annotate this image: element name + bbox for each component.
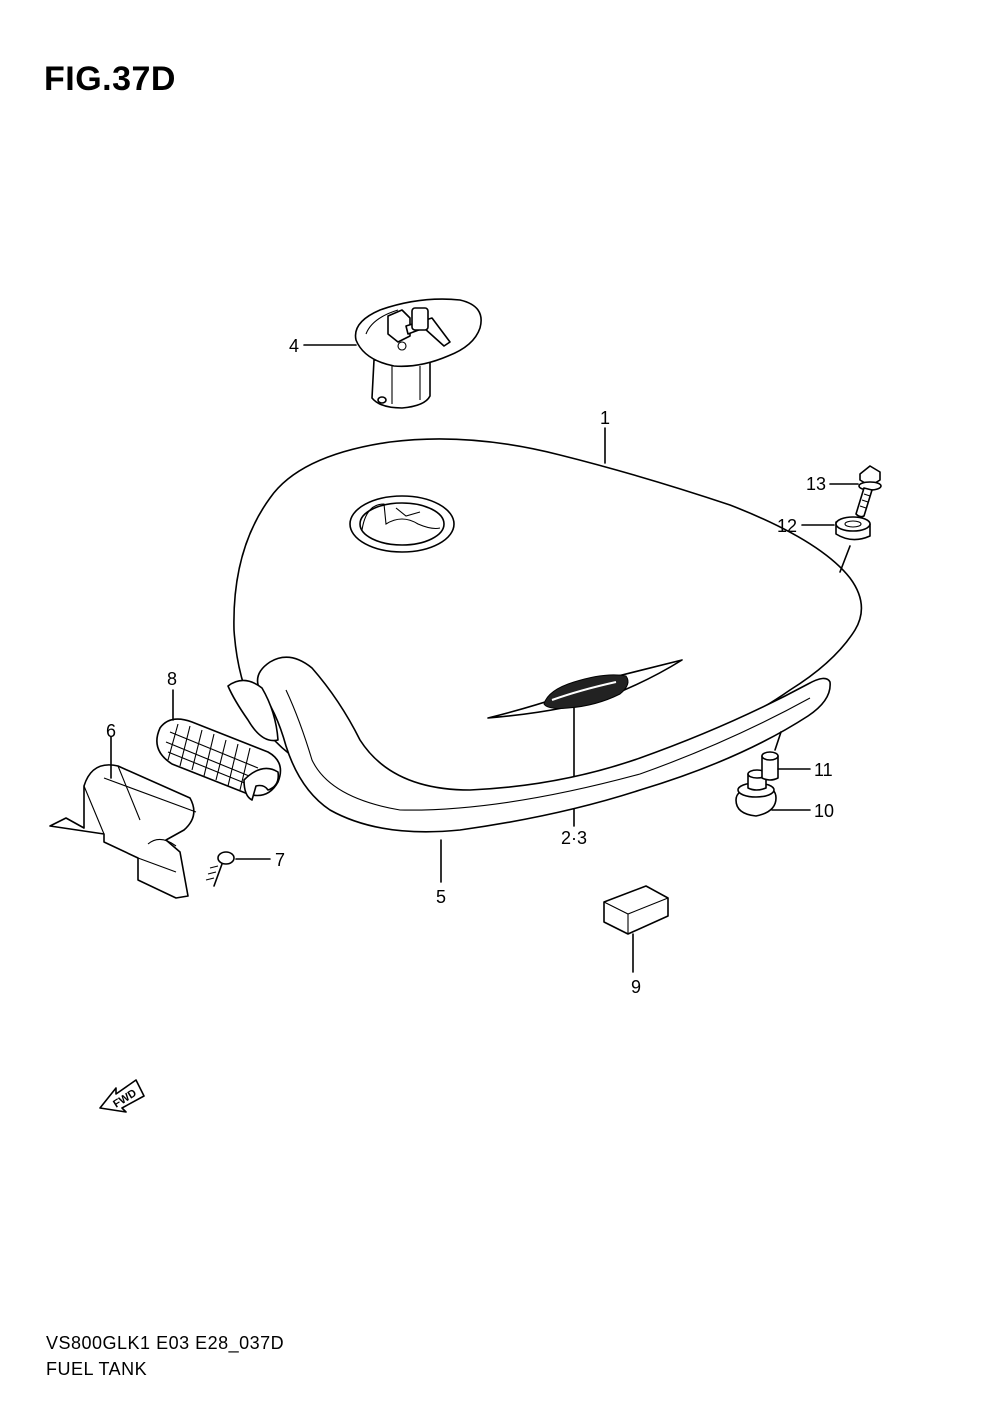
collar-part-11[interactable] xyxy=(761,751,779,781)
bracket-part-6[interactable] xyxy=(49,764,197,899)
callout-4: 4 xyxy=(289,336,299,356)
sponge-part-9[interactable] xyxy=(603,885,669,935)
fuel-tank-part-1[interactable] xyxy=(233,438,863,803)
callout-10: 10 xyxy=(814,801,834,821)
screw-part-7[interactable] xyxy=(205,851,235,887)
model-code: VS800GLK1 E03 E28_037D xyxy=(46,1333,285,1353)
callout-5: 5 xyxy=(436,887,446,907)
section-name: FUEL TANK xyxy=(46,1359,148,1379)
callout-9: 9 xyxy=(631,977,641,997)
callout-6: 6 xyxy=(106,721,116,741)
callout-1: 1 xyxy=(600,408,610,428)
rubber-cushion-part-8[interactable] xyxy=(156,718,282,801)
fwd-arrow-icon: FWD xyxy=(99,1079,145,1113)
fuel-cap-part-4[interactable] xyxy=(354,298,482,409)
callout-13: 13 xyxy=(806,474,826,494)
cushion-ring-part-12[interactable] xyxy=(835,516,871,541)
callout-7: 7 xyxy=(275,850,285,870)
callout-12: 12 xyxy=(777,516,797,536)
figure-title: FIG.37D xyxy=(44,60,176,98)
damper-part-10[interactable] xyxy=(735,769,777,817)
tank-trim-part-5[interactable] xyxy=(227,656,831,833)
callout-2-3: 2·3 xyxy=(561,828,587,848)
bolt-part-13[interactable] xyxy=(855,465,882,518)
callout-8: 8 xyxy=(167,669,177,689)
callout-11: 11 xyxy=(814,760,833,780)
